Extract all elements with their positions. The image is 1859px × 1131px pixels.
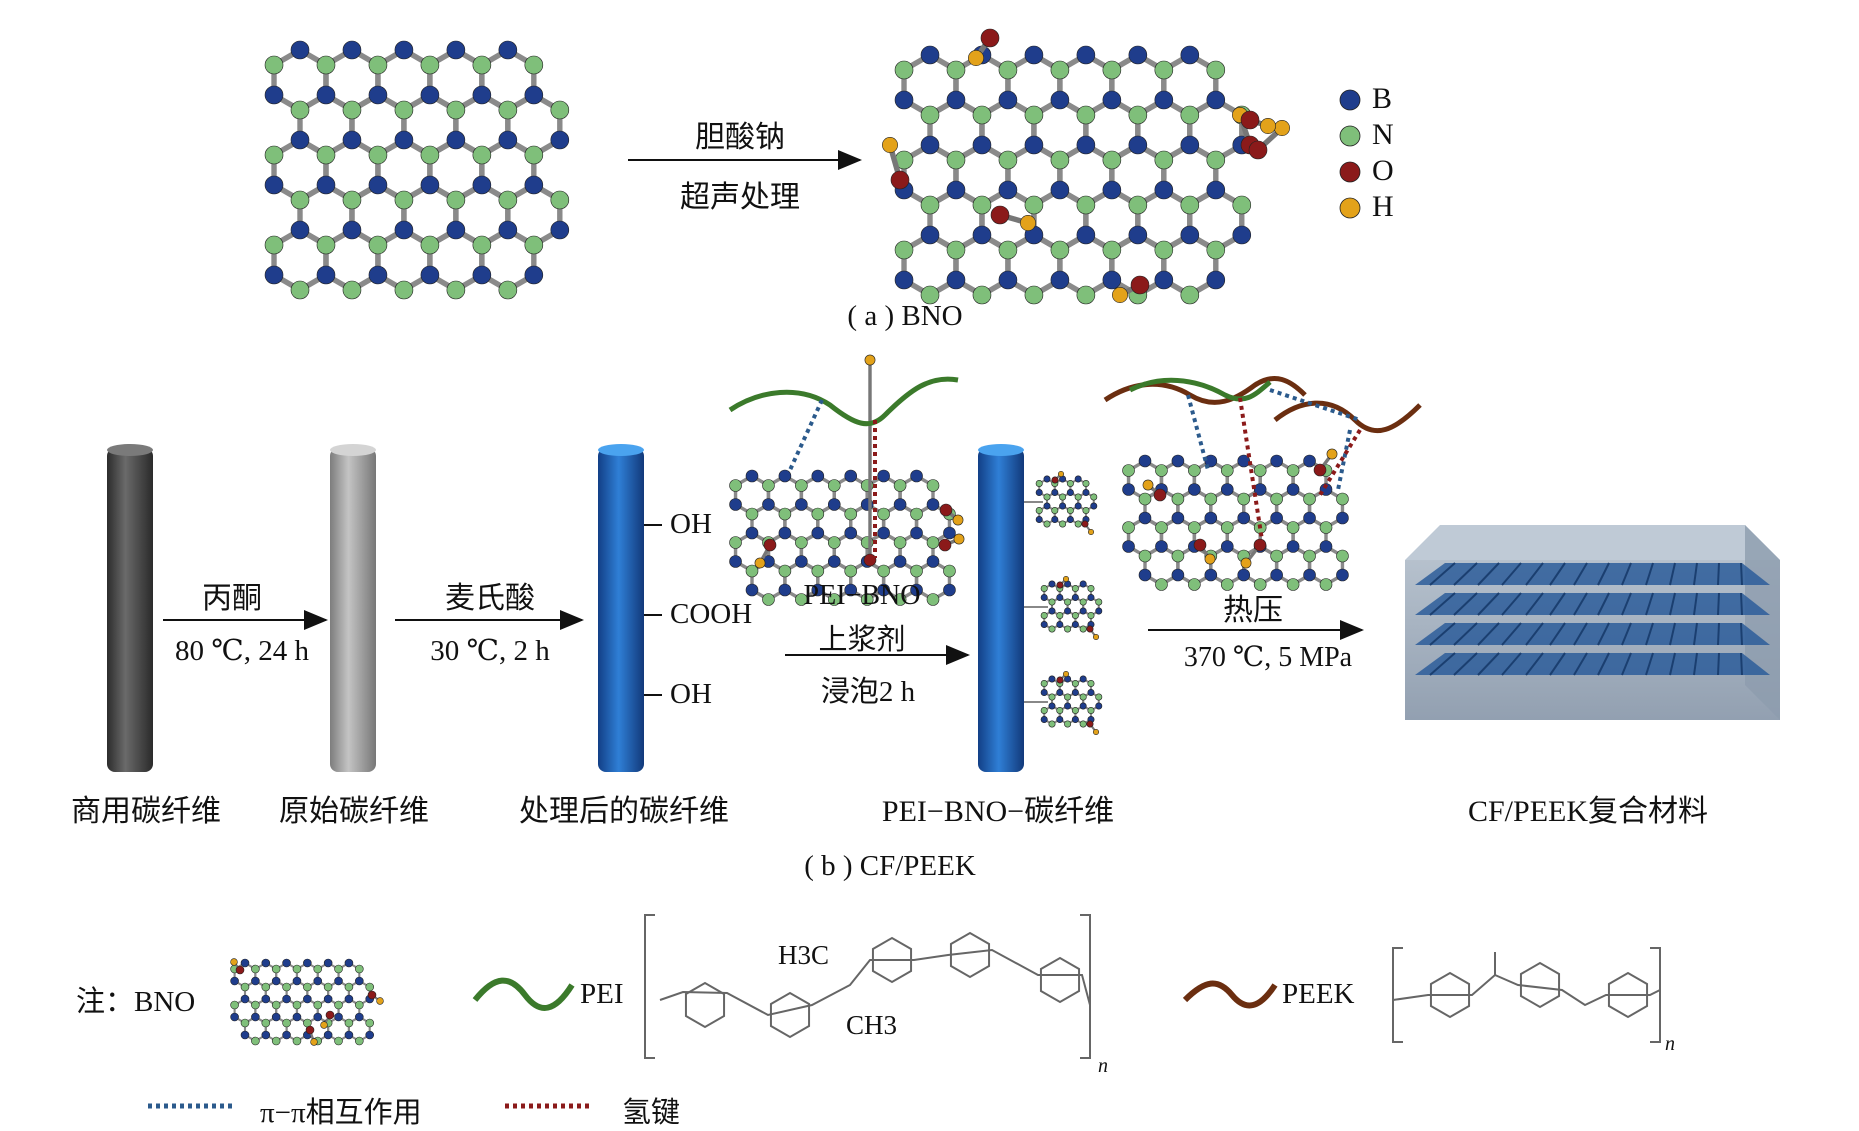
legend-h-label: H — [1372, 190, 1394, 223]
fiber-pei-bno — [978, 448, 1024, 772]
fiber-label-pristine: 原始碳纤维 — [279, 795, 429, 828]
process-label-a: 超声处理 — [680, 181, 800, 214]
fiber-pei-bno-top — [978, 444, 1024, 456]
composite-laminate — [1405, 525, 1780, 720]
reagent-label-a: 胆酸钠 — [695, 121, 785, 154]
pei-legend-line — [472, 977, 575, 1011]
ch3-label: CH3 — [846, 1010, 898, 1040]
step4-condition: 370 ℃, 5 MPa — [1183, 642, 1353, 673]
step4-reagent: 热压 — [1223, 594, 1283, 627]
peek-bno-interaction-schematic — [1103, 376, 1422, 591]
pei-structure — [644, 914, 1091, 1059]
peek-subscript: n — [1665, 1033, 1675, 1055]
bn-lattice-pristine — [264, 40, 570, 300]
group-oh-top: OH — [670, 508, 712, 540]
step1-condition: 80 ℃, 24 h — [175, 635, 309, 667]
step1-reagent: 丙酮 — [202, 582, 262, 615]
fiber-treated — [598, 448, 644, 772]
bno-legend-icon — [230, 958, 384, 1046]
pei-legend-label: PEI — [580, 978, 624, 1010]
note-prefix: 注：BNO — [76, 986, 196, 1018]
product-label: CF/PEEK复合材料 — [1467, 795, 1709, 828]
fiber-label-pei-bno: PEI−BNO−碳纤维 — [881, 795, 1115, 828]
fiber-label-treated: 处理后的碳纤维 — [519, 795, 729, 828]
legend-n-label: N — [1372, 118, 1394, 151]
fiber-commercial-top — [107, 444, 153, 456]
fiber-commercial — [107, 448, 153, 772]
legend-b-label: B — [1372, 82, 1393, 115]
peek-structure — [1392, 947, 1661, 1043]
step3-line1: PEI−BNO — [803, 580, 921, 611]
group-cooh: COOH — [670, 598, 753, 630]
pi-pi-legend-label: π−π相互作用 — [260, 1097, 422, 1129]
step2-reagent: 麦氏酸 — [445, 582, 535, 615]
step3-condition: 浸泡2 h — [820, 676, 916, 708]
pei-subscript: n — [1098, 1055, 1108, 1077]
caption-b: ( b ) CF/PEEK — [804, 850, 976, 882]
h3c-label: H3C — [778, 940, 830, 970]
step2-condition: 30 ℃, 2 h — [430, 635, 550, 667]
bno-lattice-functionalized — [882, 28, 1290, 305]
fiber-pristine-top — [330, 444, 376, 456]
fiber-treated-top — [598, 444, 644, 456]
step3-line2: 上浆剂 — [818, 624, 906, 656]
caption-a: ( a ) BNO — [847, 300, 963, 332]
fiber-label-commercial: 商用碳纤维 — [71, 795, 221, 828]
group-oh-bottom: OH — [670, 678, 712, 710]
fiber-pristine — [330, 448, 376, 772]
hbond-legend-label: 氢键 — [622, 1097, 681, 1129]
peek-legend-label: PEEK — [1282, 978, 1355, 1010]
atom-legend — [1339, 89, 1361, 219]
peek-legend-line — [1182, 980, 1278, 1009]
bno-sizing-particles — [1024, 470, 1103, 736]
pei-bno-interaction-schematic — [728, 354, 965, 606]
legend-o-label: O — [1372, 154, 1394, 187]
